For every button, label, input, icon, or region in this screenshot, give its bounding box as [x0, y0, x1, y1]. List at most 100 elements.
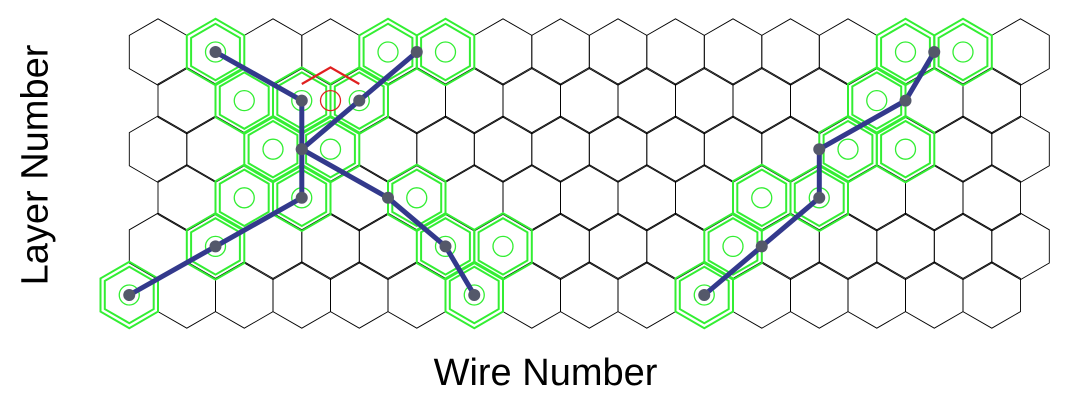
track-point: [353, 94, 366, 107]
wire-cell: [876, 115, 935, 183]
track-point: [813, 143, 826, 156]
track-point: [295, 143, 308, 156]
wire-cell: [646, 212, 705, 281]
wire-cell: [416, 115, 475, 183]
wire-cell: [818, 115, 878, 183]
track-point: [755, 240, 768, 253]
wire-cell: [617, 164, 676, 232]
wire-cell: [473, 115, 533, 183]
wire-cell: [358, 212, 418, 281]
track-point: [295, 191, 308, 204]
hit-cell: [415, 17, 476, 87]
wire-cell: [991, 212, 1050, 281]
wire-cell: [502, 164, 561, 232]
wire-cell: [790, 261, 849, 329]
x-axis-label: Wire Number: [0, 352, 1091, 395]
y-axis-label: Layer Number: [14, 44, 57, 286]
wire-cell: [473, 212, 533, 281]
wire-cell: [128, 115, 188, 183]
wire-cell: [301, 212, 360, 281]
wire-cell: [272, 261, 331, 329]
wire-cell: [617, 261, 676, 329]
wire-cell: [991, 115, 1050, 183]
wire-cell: [962, 261, 1021, 329]
wire-cell: [157, 164, 216, 232]
hit-cell: [818, 114, 878, 184]
wire-cell: [732, 66, 791, 135]
wire-cell: [933, 115, 993, 183]
wire-cell: [818, 212, 878, 281]
hit-cell: [789, 163, 849, 233]
wire-cell: [933, 212, 993, 281]
hit-cell: [933, 17, 993, 87]
wire-cell: [215, 261, 274, 329]
wire-cell: [186, 115, 245, 183]
track: [698, 46, 941, 301]
wire-cell: [387, 261, 446, 329]
track: [123, 46, 423, 301]
wire-cell: [732, 164, 791, 232]
wire-cell: [675, 164, 734, 232]
wire-cell: [445, 164, 504, 232]
wire-cell: [617, 66, 676, 135]
wire-cell: [502, 66, 561, 135]
track-point: [209, 240, 222, 253]
wire-cell: [905, 66, 964, 135]
wire-cell: [818, 18, 878, 86]
wire-cell: [560, 66, 619, 135]
wire-cell: [675, 66, 734, 135]
wire-cell: [905, 164, 964, 232]
wire-cell: [847, 66, 906, 135]
wire-cell: [761, 115, 820, 183]
wire-cell: [560, 261, 619, 329]
wire-cell: [531, 115, 590, 183]
wire-cell: [933, 18, 993, 86]
wire-cell: [876, 212, 935, 281]
wire-cell: [416, 18, 475, 86]
wire-cell: [876, 18, 935, 86]
hit-cell: [473, 212, 533, 281]
wire-cell: [387, 66, 446, 135]
hit-cell: [875, 17, 936, 87]
hit-cell: [875, 114, 936, 184]
wire-cell: [531, 18, 590, 86]
wire-cell: [243, 115, 303, 183]
track-line: [126, 49, 420, 298]
hit-cell: [847, 66, 907, 135]
wire-cell: [703, 115, 763, 183]
track-point: [295, 94, 308, 107]
wire-cell: [531, 212, 590, 281]
wire-cell: [703, 18, 763, 86]
wire-cell: [560, 164, 619, 232]
reconstructed-tracks: [123, 46, 941, 301]
track-line: [701, 49, 937, 298]
track-point: [382, 191, 394, 204]
wire-cell: [128, 18, 188, 86]
hit-cell: [732, 163, 792, 233]
wire-cell: [962, 164, 1021, 232]
track-point: [698, 289, 711, 301]
wire-cell: [962, 66, 1021, 135]
hit-cell: [243, 114, 303, 184]
wire-cell: [732, 261, 791, 329]
hit-cell: [674, 260, 734, 330]
track-line: [213, 49, 477, 298]
wire-cell: [847, 164, 906, 232]
wire-cell: [358, 115, 418, 183]
wire-cell: [588, 212, 648, 281]
wire-cell: [646, 18, 705, 86]
wire-cell: [790, 66, 849, 135]
track-point: [439, 240, 452, 253]
hit-cell: [444, 260, 504, 330]
wire-cell: [905, 261, 964, 329]
missed-cell: [301, 66, 360, 112]
wire-cell: [502, 261, 561, 329]
wire-cell: [301, 18, 360, 86]
wire-cell: [330, 164, 389, 232]
x-axis-label-text: Wire Number: [433, 352, 658, 394]
track-point: [468, 289, 481, 301]
wire-cell: [473, 18, 533, 86]
wire-cell: [330, 261, 389, 329]
wire-cell: [761, 18, 820, 86]
